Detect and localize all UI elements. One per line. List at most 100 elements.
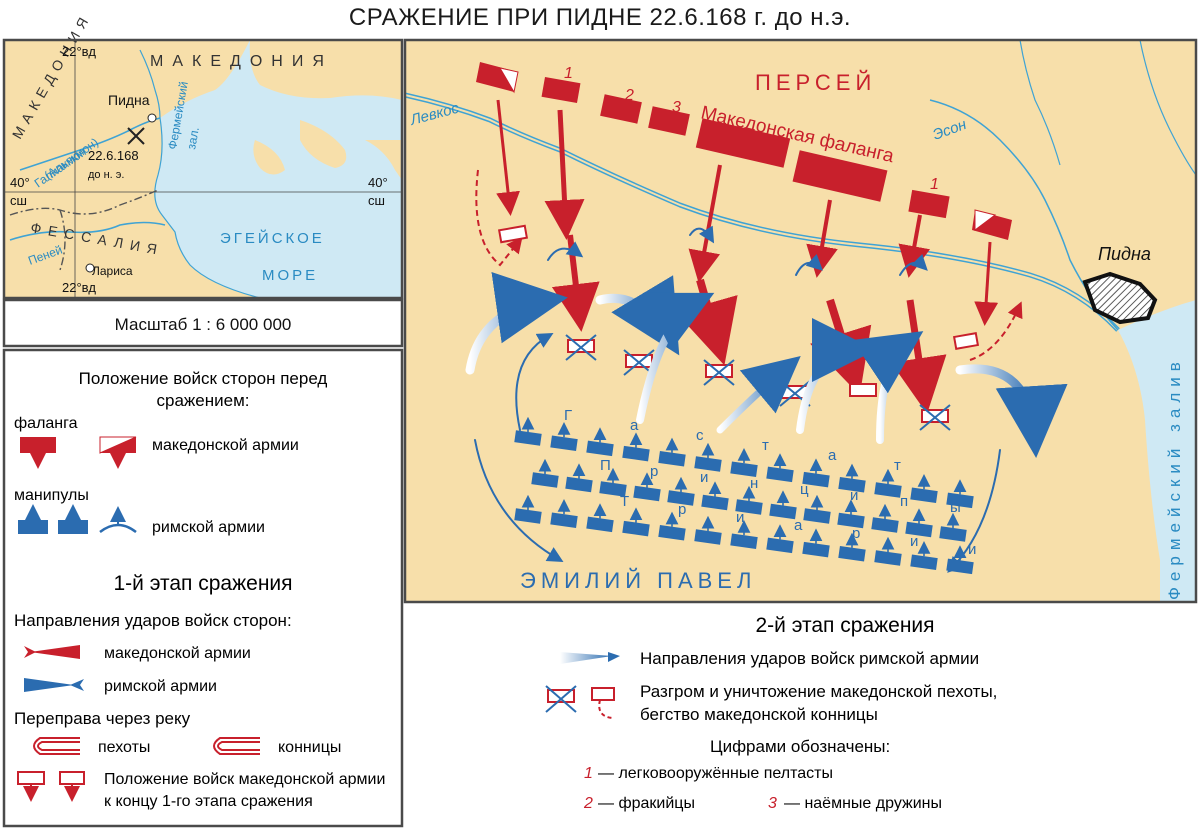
scale-label: Масштаб 1 : 6 000 000: [115, 315, 292, 334]
legend-right: 2-й этап сражения Направления ударов вой…: [545, 614, 997, 812]
maniple: [766, 466, 794, 483]
principes-letter: р: [650, 463, 658, 480]
maniple: [910, 487, 938, 503]
triarii-letter: и: [736, 509, 744, 526]
hastati-letter: Г: [564, 407, 572, 424]
num-3: 3: [672, 99, 681, 116]
num-1-right: 1: [930, 176, 939, 193]
triarii-letter: а: [794, 517, 803, 534]
hastati-letter: с: [696, 427, 704, 444]
river-haliacmon: [19, 117, 161, 171]
pydna-label: Пидна: [1098, 244, 1151, 264]
maniple: [586, 516, 614, 533]
legend-num-1: 1: [584, 765, 593, 782]
inset-gulf-label-2: зал.: [184, 126, 202, 151]
legend-end-position-icon: [17, 771, 85, 802]
maniple: [550, 435, 578, 451]
maniple: [735, 499, 763, 515]
battle-map: Левкос Эсон Фермейский залив Пидна ПЕРСЕ…: [403, 38, 1198, 604]
phalanx-center: [695, 118, 791, 168]
pydna-dot: [147, 113, 157, 123]
thracians: [600, 94, 642, 124]
legend-phalanx-label: фаланга: [14, 415, 78, 432]
perseus-label: ПЕРСЕЙ: [755, 70, 876, 95]
legend-infantry: пехоты: [98, 739, 150, 756]
inset-lat-left-2: сш: [10, 193, 27, 208]
hastati-letter: а: [630, 417, 639, 434]
maniple: [769, 503, 797, 520]
aemilius-label: ЭМИЛИЙ ПАВЕЛ: [520, 568, 756, 593]
maniple: [837, 512, 865, 529]
maniple: [874, 550, 902, 566]
hastati-letter: а: [828, 447, 837, 464]
maniple: [694, 456, 722, 472]
cavalry-left: [476, 62, 519, 94]
legend-num-3-text: — наёмные дружины: [784, 795, 942, 812]
maniple: [910, 554, 938, 570]
peltasts-left: [541, 77, 581, 103]
legend-strike-directions: Направления ударов войск сторон:: [14, 611, 292, 630]
legend-num-2-text: — фракийцы: [598, 795, 695, 812]
river-peneus: [9, 221, 166, 241]
hastati-letter: т: [894, 457, 901, 474]
num-1-left: 1: [564, 65, 573, 82]
maniple: [766, 537, 794, 554]
maniple: [694, 529, 722, 545]
triarii-letter: и: [910, 533, 918, 550]
maniple: [838, 477, 866, 493]
legend-position-end-2: к концу 1-го этапа сражения: [104, 793, 313, 810]
legend-num-3: 3: [768, 795, 777, 812]
legend-cavalry-crossing-icon: [213, 737, 260, 755]
principes-letter: н: [750, 475, 758, 492]
inset-lon-top: 22°вд: [62, 44, 96, 59]
maniple: [514, 430, 542, 446]
legend-strike-roman: римской армии: [104, 678, 217, 695]
triarii-letter: р: [678, 501, 686, 518]
legend-roman-army: римской армии: [152, 519, 265, 536]
maniple: [946, 558, 974, 575]
legend-stage1-heading: 1-й этап сражения: [113, 572, 292, 595]
legend-cavalry: конницы: [278, 739, 341, 756]
triarii-letter: Т: [620, 493, 629, 510]
maniple: [667, 490, 695, 506]
legend-left: Положение войск сторон перед сражением: …: [2, 348, 404, 828]
maniple: [701, 494, 729, 511]
battle-cross-icon: [127, 127, 145, 145]
legend-maniples-icon: [18, 504, 137, 534]
legend-phalanx-icon: [20, 437, 56, 469]
mercenaries: [648, 106, 690, 136]
inset-lat-right-2: сш: [368, 193, 385, 208]
principes-letter: и: [700, 469, 708, 486]
map-title: СРАЖЕНИЕ ПРИ ПИДНЕ 22.6.168 г. до н.э.: [348, 4, 852, 31]
inset-sea-label-2: МОРЕ: [262, 267, 318, 284]
legend-cavalry-icon: [99, 436, 137, 469]
inset-battle-date-2: до н. э.: [88, 169, 124, 181]
maniple: [802, 541, 830, 558]
hastati-letter: т: [762, 437, 769, 454]
cavalry-right: [972, 209, 1012, 240]
maniple: [730, 461, 758, 477]
legend-numbers-heading: Цифрами обозначены:: [710, 737, 890, 756]
maniple: [838, 546, 866, 562]
maniple: [622, 520, 650, 537]
maniple: [514, 508, 542, 524]
legend-strike-red-icon: [24, 645, 80, 659]
principes-letter: п: [900, 493, 908, 510]
maniple: [871, 517, 899, 533]
legend-positions-heading-2: сражением:: [157, 391, 250, 410]
maniple: [905, 521, 933, 538]
num-2: 2: [624, 87, 634, 104]
phalanx-right: [792, 150, 888, 202]
peltasts-right: [908, 189, 950, 219]
roman-maniples: [514, 416, 974, 575]
legend-rout-1: Разгром и уничтожение македонской пехоты…: [640, 682, 997, 701]
legend-position-end-1: Положение войск македонской армии: [104, 771, 385, 788]
legend-num-1-text: — легковооружённые пелтасты: [598, 765, 833, 782]
maniple: [586, 440, 614, 457]
gulf-vertical-label: Фермейский залив: [1165, 356, 1184, 600]
inset-larisa-label: Лариса: [92, 264, 133, 278]
thermaic-gulf: [1118, 300, 1196, 602]
legend-rout-2: бегство македонской конницы: [640, 705, 878, 724]
maniple: [599, 481, 627, 497]
maniple: [658, 525, 686, 541]
